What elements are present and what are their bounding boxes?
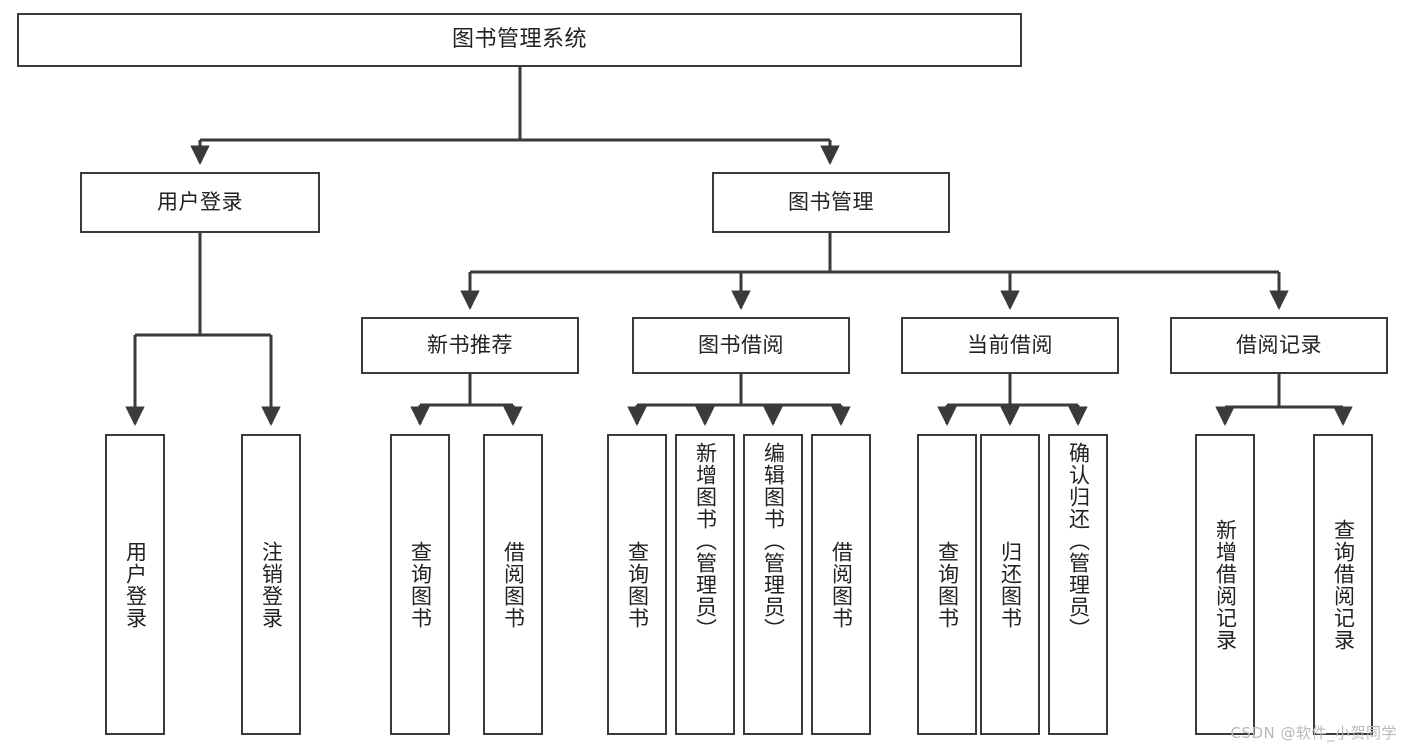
node-leaf-return-book-label: 归还图书 [998,540,1023,629]
node-new-book-recommend-label: 新书推荐 [427,332,513,357]
node-leaf-add-record[interactable]: 新增借阅记录 [1195,434,1255,735]
node-new-book-recommend[interactable]: 新书推荐 [361,317,579,374]
node-leaf-edit-book-label: 编辑图书（管理员） [761,442,786,640]
node-leaf-user-logout-label: 注销登录 [259,540,284,629]
node-leaf-borrow-book-1-label: 借阅图书 [501,540,526,629]
node-leaf-user-login[interactable]: 用户登录 [105,434,165,735]
node-leaf-add-book[interactable]: 新增图书（管理员） [675,434,735,735]
node-current-borrow[interactable]: 当前借阅 [901,317,1119,374]
node-leaf-query-book-1-label: 查询图书 [408,540,433,629]
node-leaf-query-record-label: 查询借阅记录 [1331,518,1356,651]
node-leaf-query-book-3-label: 查询图书 [935,540,960,629]
node-root-label: 图书管理系统 [451,26,587,52]
node-leaf-user-logout[interactable]: 注销登录 [241,434,301,735]
node-book-borrow-label: 图书借阅 [698,332,784,357]
watermark-text: CSDN @软件_小贺同学 [1230,724,1397,742]
node-leaf-borrow-book-2[interactable]: 借阅图书 [811,434,871,735]
node-borrow-record-label: 借阅记录 [1236,332,1322,357]
node-user-login-label: 用户登录 [157,189,243,214]
node-leaf-query-book-2-label: 查询图书 [625,540,650,629]
node-leaf-user-login-label: 用户登录 [123,540,148,629]
node-leaf-query-book-3[interactable]: 查询图书 [917,434,977,735]
node-leaf-borrow-book-2-label: 借阅图书 [829,540,854,629]
node-leaf-edit-book[interactable]: 编辑图书（管理员） [743,434,803,735]
node-user-login[interactable]: 用户登录 [80,172,320,233]
node-book-borrow[interactable]: 图书借阅 [632,317,850,374]
node-book-manage[interactable]: 图书管理 [712,172,950,233]
node-leaf-borrow-book-1[interactable]: 借阅图书 [483,434,543,735]
node-leaf-query-book-1[interactable]: 查询图书 [390,434,450,735]
node-leaf-confirm-return-label: 确认归还（管理员） [1066,442,1091,640]
node-leaf-add-book-label: 新增图书（管理员） [693,442,718,640]
node-current-borrow-label: 当前借阅 [967,332,1053,357]
node-leaf-add-record-label: 新增借阅记录 [1213,518,1238,651]
node-leaf-confirm-return[interactable]: 确认归还（管理员） [1048,434,1108,735]
node-leaf-query-book-2[interactable]: 查询图书 [607,434,667,735]
node-root[interactable]: 图书管理系统 [17,13,1022,67]
node-book-manage-label: 图书管理 [788,189,874,214]
node-borrow-record[interactable]: 借阅记录 [1170,317,1388,374]
node-leaf-return-book[interactable]: 归还图书 [980,434,1040,735]
node-leaf-query-record[interactable]: 查询借阅记录 [1313,434,1373,735]
